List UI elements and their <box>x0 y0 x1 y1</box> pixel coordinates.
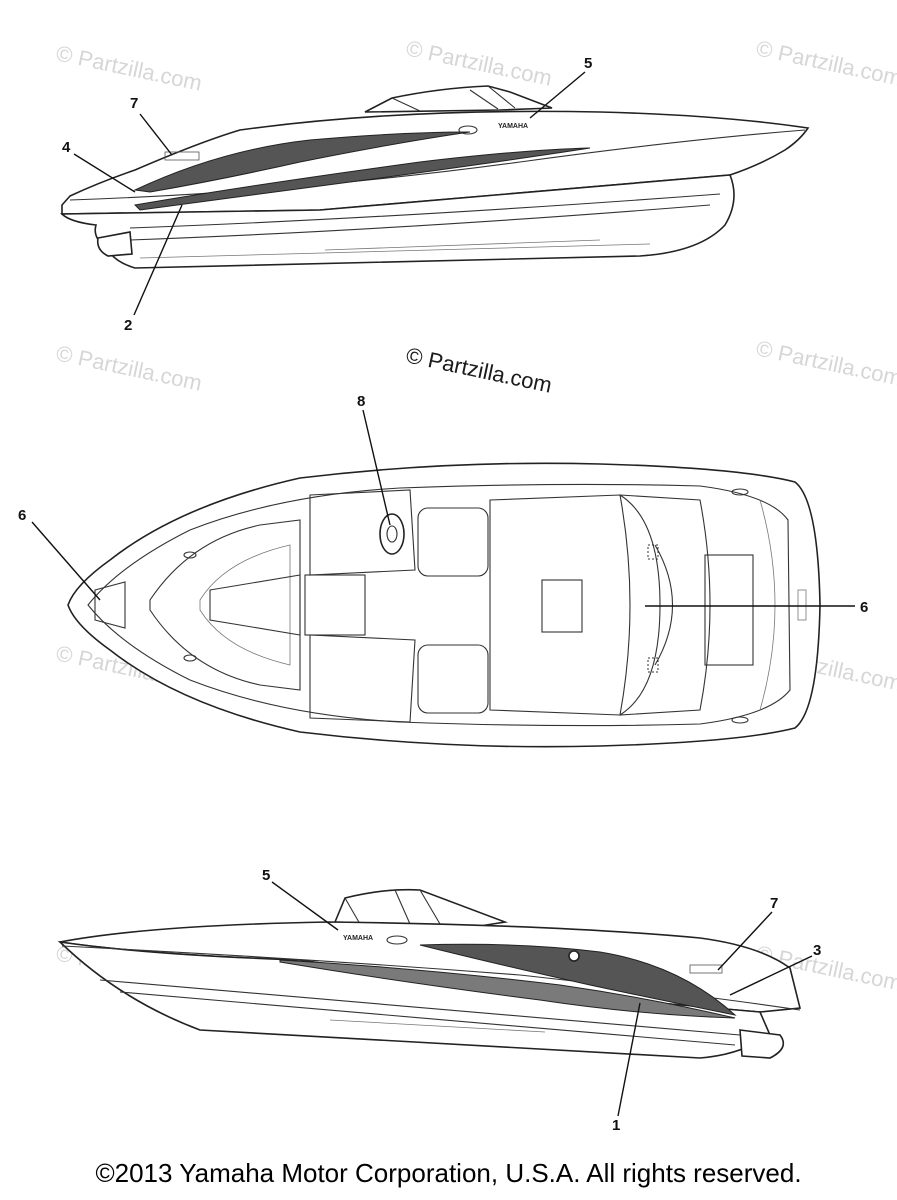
sunpad <box>704 554 754 666</box>
bow-seat <box>149 519 301 691</box>
filler-cap <box>568 950 580 962</box>
steering-hub <box>386 525 398 543</box>
rear-bench <box>619 494 711 716</box>
hull-body <box>60 174 735 269</box>
leader-line <box>31 521 101 601</box>
rub-rail <box>61 945 801 1011</box>
bow-hatch <box>94 581 126 629</box>
walkthrough <box>304 574 366 636</box>
side-stripe-decal-lower <box>133 147 591 211</box>
leader-line <box>717 911 773 971</box>
steering-wheel <box>379 513 405 555</box>
strake-line <box>329 1019 546 1033</box>
watermark: © Partzilla.com <box>754 35 897 90</box>
watermark: © Partzilla.com <box>54 40 204 95</box>
console-stbd <box>309 634 416 723</box>
passenger-seat <box>417 644 489 714</box>
leader-line <box>271 881 339 931</box>
boat-side-view-top: YAMAHA <box>60 85 810 269</box>
strake-line <box>324 239 601 251</box>
callout-label: 6 <box>18 507 26 524</box>
callouts-bottom-side: 5 7 3 1 <box>262 867 821 1134</box>
chine-line-2 <box>129 204 711 241</box>
bow-seat-inner <box>209 574 301 636</box>
leader-line <box>617 1002 641 1117</box>
callout-label: 6 <box>860 599 868 616</box>
vent <box>386 935 408 945</box>
model-decal <box>164 151 200 161</box>
leader-line <box>529 71 586 119</box>
yamaha-decal: YAMAHA <box>343 935 373 942</box>
callout-label: 7 <box>130 95 138 112</box>
cleat <box>183 654 197 662</box>
windshield-frame <box>344 889 441 925</box>
callout-label: 3 <box>813 942 821 959</box>
outdrive <box>739 1029 785 1059</box>
leader-line <box>729 955 813 996</box>
callout-label: 5 <box>262 867 270 884</box>
side-stripe-decal <box>419 943 737 1016</box>
leader-line <box>133 204 183 316</box>
watermark-main: © Partzilla.com <box>404 342 554 397</box>
windshield <box>333 888 509 927</box>
callout-label: 1 <box>612 1117 620 1134</box>
watermark: © Partzilla.com <box>54 340 204 395</box>
leader-line <box>73 153 136 193</box>
callout-label: 2 <box>124 317 132 334</box>
boat-top-view <box>67 462 821 748</box>
hull-outline <box>67 462 821 748</box>
cleat <box>183 551 197 559</box>
chine-line <box>99 979 741 1036</box>
compartment <box>647 544 659 560</box>
leader-line <box>362 409 391 526</box>
cockpit-floor <box>489 494 661 716</box>
yamaha-decal: YAMAHA <box>498 123 528 130</box>
hatch-handle <box>797 589 807 621</box>
side-stripe-decal <box>133 131 471 193</box>
windshield <box>364 85 553 113</box>
rear-seat-curve <box>654 544 674 666</box>
watermark: © Partzilla.com <box>754 335 897 390</box>
copyright-text: ©2013 Yamaha Motor Corporation, U.S.A. A… <box>95 1158 802 1188</box>
rub-rail <box>69 129 806 201</box>
side-stripe-decal-lower <box>279 959 736 1019</box>
cleat <box>731 488 749 496</box>
callout-label: 8 <box>357 393 365 410</box>
cleat <box>731 716 749 724</box>
outdrive <box>96 231 133 257</box>
chine-line <box>129 193 721 229</box>
bow-seat-cushion <box>199 544 291 666</box>
compartment <box>647 657 659 673</box>
leader-line <box>139 113 173 156</box>
filler-cap <box>458 125 478 135</box>
console-port <box>309 489 416 576</box>
boat-side-view-bottom: YAMAHA <box>57 888 802 1059</box>
gunwale-inner <box>87 483 791 727</box>
helm-seat <box>417 507 489 577</box>
model-decal <box>689 964 723 974</box>
callout-label: 7 <box>770 895 778 912</box>
transom <box>759 499 776 711</box>
callouts-top-side: 7 4 5 2 <box>62 55 592 334</box>
callouts-top-view: 8 6 6 <box>18 393 868 616</box>
watermark: © Partzilla.com <box>404 35 554 90</box>
windshield-frame <box>391 85 516 112</box>
callout-label: 4 <box>62 139 71 156</box>
callout-label: 5 <box>584 55 592 72</box>
engine-hatch-center <box>541 579 583 633</box>
